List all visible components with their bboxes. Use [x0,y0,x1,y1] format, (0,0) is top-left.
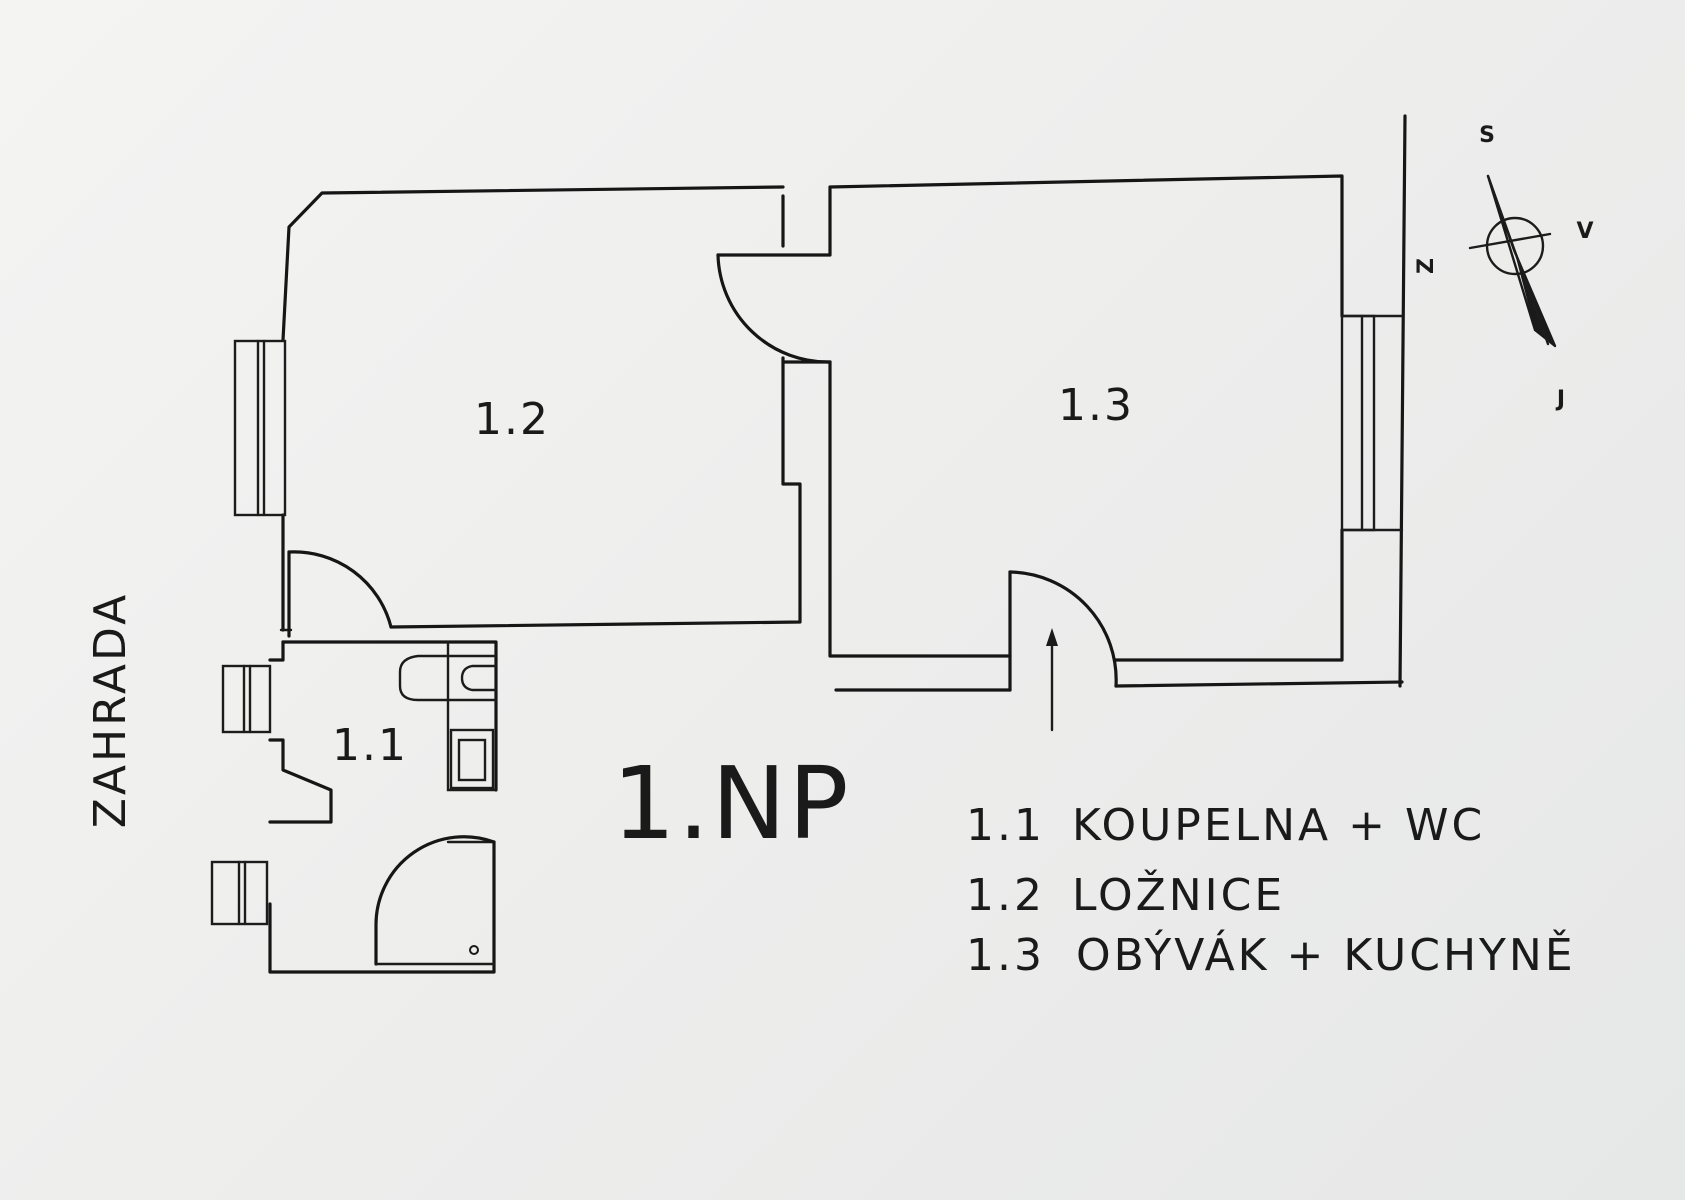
compass-east-label: V [1576,219,1593,244]
legend-name-1-1: KOUPELNA + WC [1072,800,1485,851]
legend-number-1-3: 1.3 [966,930,1045,981]
room-1-1-walls [268,550,498,974]
room-1-2-walls [279,185,802,632]
compass-west-label: Z [1414,258,1439,274]
compass-north-label: S [1479,123,1495,148]
shower-tray [374,835,496,966]
door-entrance [1008,570,1118,688]
legend-number-1-2: 1.2 [966,870,1045,921]
room-legend: 1.1 KOUPELNA + WC 1.2 LOŽNICE 1.3 OBÝVÁK… [966,800,1576,981]
window-living [1340,314,1376,532]
entrance-arrow [1046,628,1058,732]
legend-name-1-3: OBÝVÁK + KUCHYNĚ [1076,928,1576,981]
door-bedroom-living [716,253,832,364]
compass-south-label: J [1555,387,1565,412]
compass-rose [1468,174,1557,348]
wc-fixture [398,654,498,702]
window-bathroom-upper [221,664,272,734]
sink-fixture [449,728,495,790]
legend-number-1-1: 1.1 [966,800,1045,851]
room-label-1-3: 1.3 [1058,380,1134,431]
room-label-1-2: 1.2 [474,394,550,445]
window-bathroom-lower [210,860,269,926]
garden-label: ZAHRADA [85,592,136,828]
legend-name-1-2: LOŽNICE [1072,868,1285,921]
floor-label: 1.NP [612,745,851,862]
room-label-1-1: 1.1 [332,720,408,771]
window-bedroom [233,339,287,517]
